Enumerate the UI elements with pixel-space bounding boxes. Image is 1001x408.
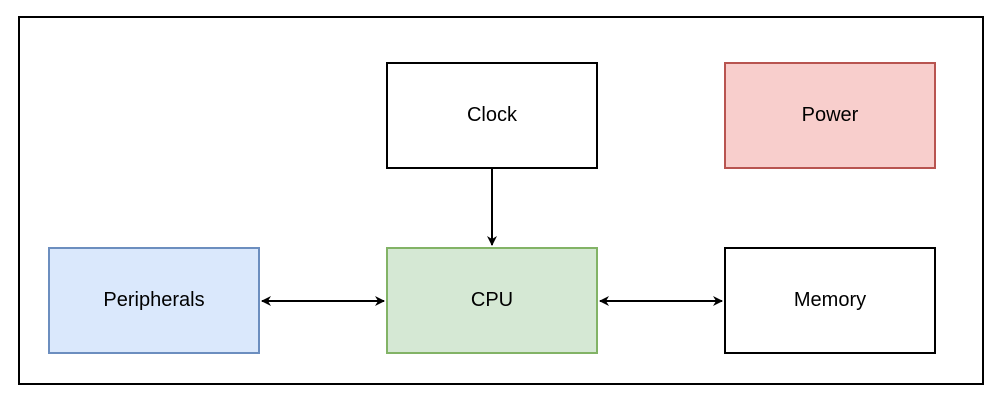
- node-clock: Clock: [386, 62, 598, 169]
- node-power: Power: [724, 62, 936, 169]
- diagram-frame: [18, 16, 984, 385]
- node-peripherals-label: Peripherals: [103, 289, 205, 311]
- node-peripherals: Peripherals: [48, 247, 260, 354]
- node-clock-label: Clock: [466, 104, 517, 126]
- node-power-label: Power: [801, 104, 859, 126]
- node-cpu-label: CPU: [470, 289, 514, 311]
- node-cpu: CPU: [386, 247, 598, 354]
- node-memory-label: Memory: [793, 289, 867, 311]
- node-memory: Memory: [724, 247, 936, 354]
